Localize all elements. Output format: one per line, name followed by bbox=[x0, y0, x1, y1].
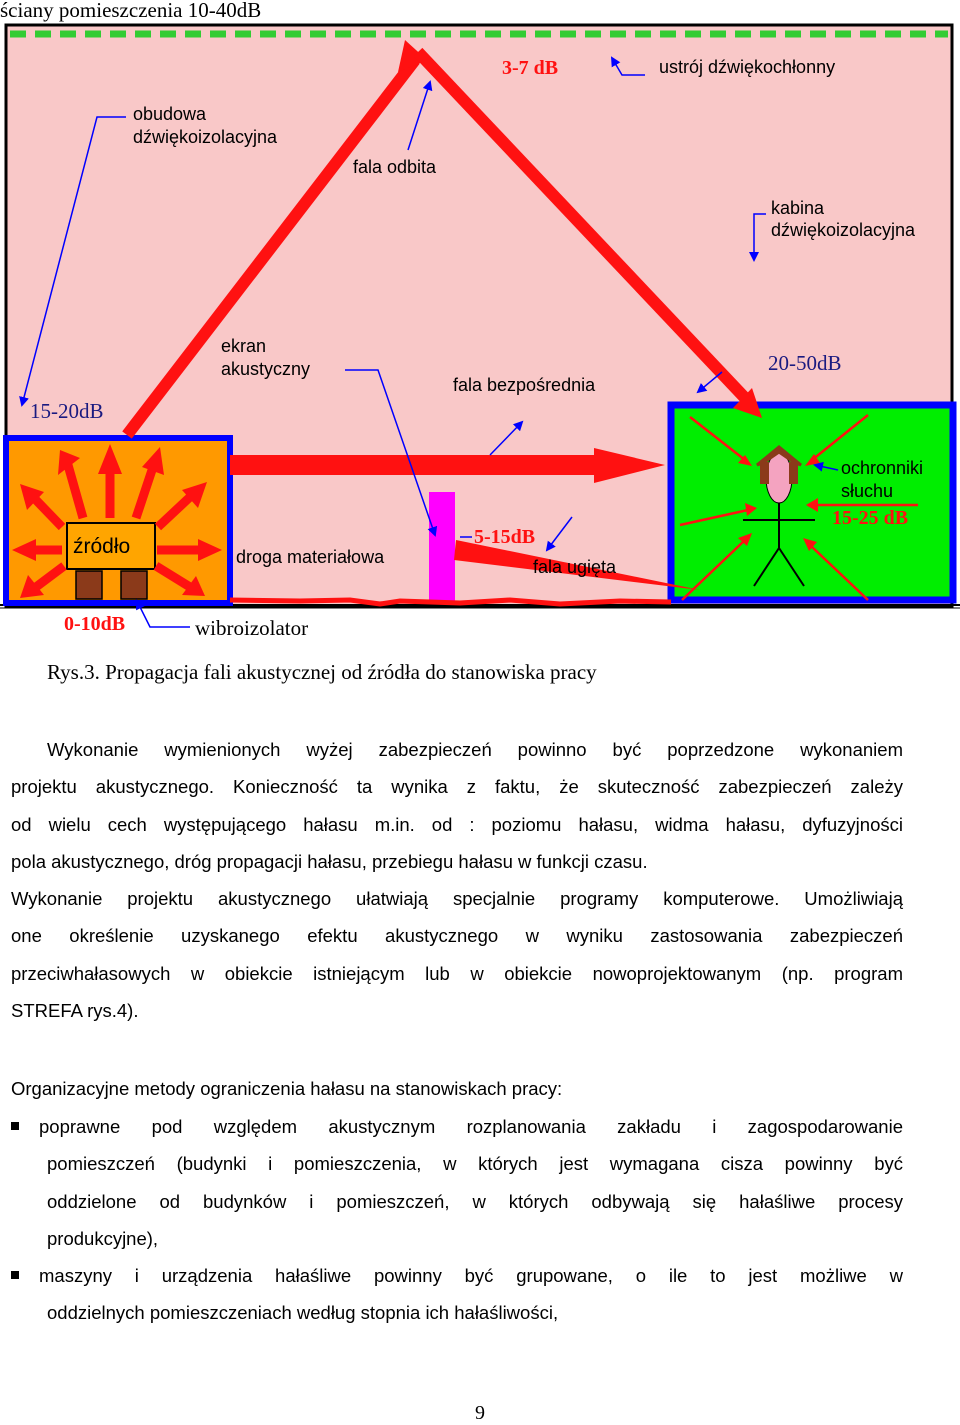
bullet-line: poprawne pod względem akustycznym rozpla… bbox=[39, 1116, 903, 1137]
isolator-label: wibroizolator bbox=[195, 616, 308, 640]
source-radiation-arrows bbox=[12, 444, 222, 598]
vibration-isolator-left bbox=[75, 570, 103, 600]
bullet-square-icon bbox=[11, 1122, 19, 1130]
page-number: 9 bbox=[475, 1402, 485, 1424]
leader-cabin bbox=[749, 213, 766, 262]
worker-figure bbox=[743, 445, 815, 587]
walls-label: ściany pomieszczenia 10-40dB bbox=[0, 0, 261, 22]
leader-screen bbox=[345, 369, 438, 537]
diffracted-wave bbox=[454, 540, 700, 590]
paragraph-acoustic-project: Wykonanie wymienionych wyżej zabezpiecze… bbox=[11, 731, 903, 1029]
source-label: źródło bbox=[73, 535, 130, 558]
leader-reflected bbox=[407, 80, 433, 151]
bullet-item: poprawne pod względem akustycznym rozpla… bbox=[11, 1108, 903, 1257]
cabin-db: 20-50dB bbox=[768, 351, 842, 375]
diffracted-wave-label: fala ugięta bbox=[533, 557, 617, 577]
bullet-line: oddzielnych pomieszczeniach według stopn… bbox=[47, 1302, 559, 1324]
cabin-noise-arrows bbox=[679, 414, 918, 601]
paragraph-line: Wykonanie wymienionych wyżej zabezpiecze… bbox=[47, 739, 903, 760]
leader-direct bbox=[489, 420, 524, 456]
acoustic-screen bbox=[429, 492, 455, 604]
noise-source bbox=[66, 522, 156, 570]
enclosure-label-1: obudowa bbox=[133, 104, 207, 124]
reflected-wave-label: fala odbita bbox=[353, 157, 437, 177]
absorber-db: 3-7 dB bbox=[502, 57, 558, 79]
paragraph-line: projektu akustycznego. Konieczność ta wy… bbox=[11, 776, 903, 798]
bullet-line: maszyny i urządzenia hałaśliwe powinny b… bbox=[39, 1265, 903, 1286]
bullet-line: produkcyjne), bbox=[47, 1227, 159, 1249]
paragraph-line: one określenie uzyskanego efektu akustyc… bbox=[11, 925, 903, 947]
screen-label-2: akustyczny bbox=[221, 359, 310, 379]
figure-caption: Rys.3. Propagacja fali akustycznej od źr… bbox=[47, 660, 597, 684]
structure-borne-path bbox=[229, 597, 672, 607]
organizational-methods-heading: Organizacyjne metody ograniczenia hałasu… bbox=[11, 1078, 563, 1099]
paragraph-line: od wielu cech występującego hałasu m.in.… bbox=[11, 813, 903, 835]
enclosure-db: 15-20dB bbox=[30, 399, 104, 423]
bullet-item: maszyny i urządzenia hałaśliwe powinny b… bbox=[11, 1257, 903, 1332]
reflected-wave-down bbox=[413, 47, 750, 403]
reflected-wave-up bbox=[122, 56, 420, 439]
isolator-db: 0-10dB bbox=[64, 613, 125, 635]
screen-db: 5-15dB bbox=[474, 526, 535, 548]
leader-ear-protectors bbox=[813, 461, 839, 472]
leader-isolator bbox=[136, 599, 190, 628]
direct-wave-arrow-shaft bbox=[230, 455, 600, 475]
paragraph-line: Wykonanie projektu akustycznego ułatwiaj… bbox=[11, 888, 903, 910]
bullet-line: oddzielone od budynków i pomieszczeń, w … bbox=[47, 1190, 903, 1212]
leader-absorber bbox=[610, 56, 645, 76]
ear-protectors-label-2: słuchu bbox=[841, 481, 893, 501]
paragraph-line: przeciwhałasowych w obiekcie istniejącym… bbox=[11, 962, 903, 984]
cabin-label-1: kabina bbox=[771, 198, 825, 218]
noise-propagation-diagram: ściany pomieszczenia 10-40dB 3-7 dB ustr… bbox=[0, 0, 960, 640]
paragraph-line: STREFA rys.4). bbox=[11, 1000, 139, 1022]
leader-enclosure bbox=[19, 116, 126, 407]
absorber-label: ustrój dźwiękochłonny bbox=[659, 57, 835, 77]
cabin-label-2: dźwiękoizolacyjna bbox=[771, 220, 916, 240]
bullet-line: pomieszczeń (budynki i pomieszczenia, w … bbox=[47, 1153, 903, 1175]
bullet-square-icon bbox=[11, 1271, 19, 1279]
direct-wave-arrow-head bbox=[594, 448, 665, 483]
structure-path-label: droga materiałowa bbox=[236, 547, 385, 567]
paragraph-line: pola akustycznego, dróg propagacji hałas… bbox=[11, 850, 648, 872]
section-heading: Organizacyjne metody ograniczenia hałasu… bbox=[11, 1070, 903, 1107]
ear-protectors-db: 15-25 dB bbox=[832, 507, 908, 529]
screen-label-1: ekran bbox=[221, 336, 266, 356]
leader-cabin-db bbox=[696, 371, 723, 394]
leader-diffracted bbox=[545, 516, 573, 552]
direct-wave-label: fala bezpośrednia bbox=[453, 375, 596, 395]
vibration-isolator-right bbox=[120, 570, 148, 600]
ear-protectors-label-1: ochronniki bbox=[841, 458, 923, 478]
enclosure-label-2: dźwiękoizolacyjna bbox=[133, 127, 278, 147]
